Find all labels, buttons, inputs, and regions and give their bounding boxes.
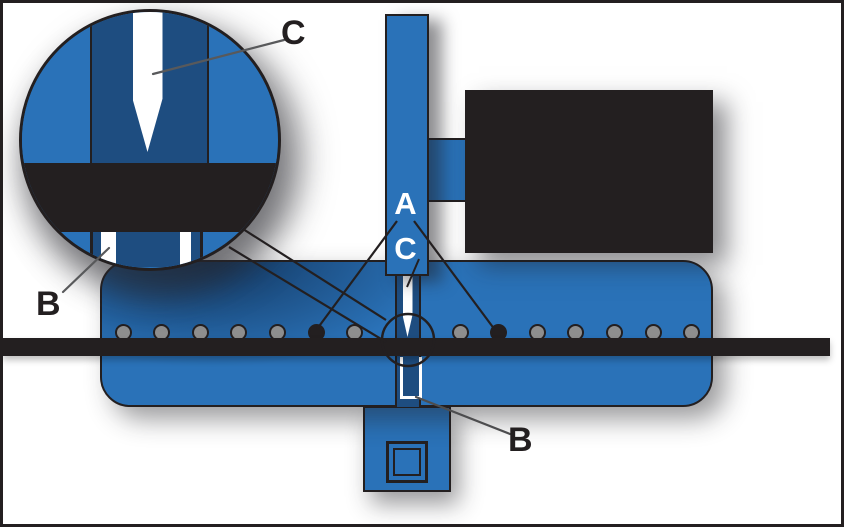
needle-bar-column: A C [384, 14, 429, 276]
magnified-fabric [22, 163, 277, 232]
label-c-needle-bar: C [394, 231, 417, 266]
slot-fill-right [191, 232, 200, 267]
bobbin-window [386, 441, 428, 483]
magnifier-inset [19, 9, 281, 271]
magnified-slot-area [22, 12, 277, 163]
label-c-magnifier: C [281, 14, 306, 52]
fabric-bar [3, 338, 830, 356]
motor-block [465, 90, 713, 253]
needle [402, 274, 413, 337]
bobbin-window-inner [393, 448, 421, 476]
slot-edge-right [200, 232, 203, 267]
magnified-loop-area [22, 232, 277, 267]
connector-arm [425, 138, 467, 202]
label-a: A [394, 186, 417, 221]
magnified-thread-right [179, 232, 191, 267]
magnified-thread-left [100, 232, 116, 267]
slot-fill [92, 232, 101, 267]
label-b-magnifier: B [36, 285, 61, 323]
thread-loop [399, 357, 422, 399]
slot-fill-center [115, 232, 180, 267]
label-b-loop: B [508, 421, 533, 459]
